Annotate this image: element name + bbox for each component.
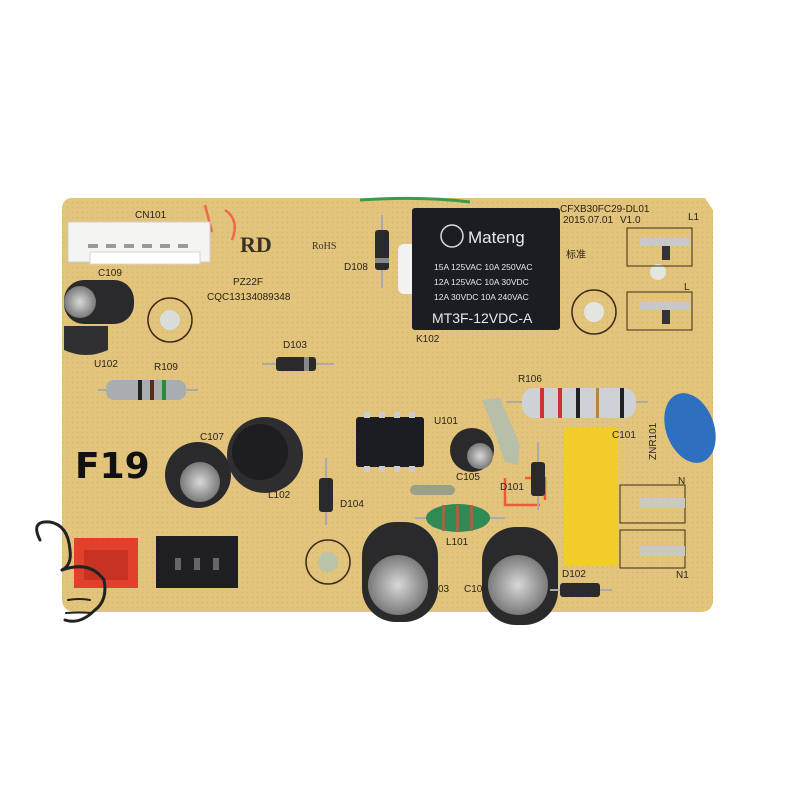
mounting-hole <box>571 289 617 335</box>
label-znr101: ZNR101 <box>648 422 659 460</box>
mounting-hole <box>305 539 351 585</box>
board-code: CFXB30FC29-DL01 <box>560 204 650 215</box>
label-d103: D103 <box>283 340 307 351</box>
label-d104: D104 <box>340 499 364 510</box>
slot <box>482 398 520 465</box>
terminal-l <box>626 291 693 331</box>
label-r109: R109 <box>154 362 178 373</box>
relay-brand: Mateng <box>468 228 525 247</box>
standard-label: 标准 <box>566 249 586 261</box>
connector-black <box>156 536 238 588</box>
terminal-l1 <box>626 227 693 267</box>
label-u102: U102 <box>94 359 118 370</box>
thumbs-up-watermark-icon <box>35 520 107 623</box>
slot <box>410 485 455 495</box>
mateng-logo-icon <box>440 224 464 248</box>
brand-mark-rd: RD <box>240 232 272 257</box>
label-d102: D102 <box>562 569 586 580</box>
board-date: 2015.07.01 <box>563 215 613 226</box>
label-l101: L101 <box>446 537 469 548</box>
diode-d103 <box>262 357 334 371</box>
relay-rating: 15A 125VAC 10A 250VAC <box>434 262 532 272</box>
inductor-l102 <box>227 417 303 493</box>
capacitor-c103 <box>362 522 438 622</box>
relay-part: MT3F-12VDC-A <box>432 310 533 326</box>
mounting-hole <box>650 264 666 280</box>
diode-d101 <box>531 442 545 510</box>
connector-red <box>74 538 138 588</box>
label-c105: C105 <box>456 472 480 483</box>
label-l102: L102 <box>268 490 291 501</box>
diode-d104 <box>319 458 333 525</box>
label-cn101: CN101 <box>135 210 167 221</box>
label-c109: C109 <box>98 268 122 279</box>
label-r106: R106 <box>518 374 542 385</box>
capacitor-c105 <box>450 428 494 472</box>
label-c104: C10 <box>464 584 483 595</box>
overlay-label: F19 <box>75 446 150 487</box>
inductor-l101 <box>415 504 505 532</box>
capacitor-c101 <box>564 428 618 566</box>
resistor-r109 <box>98 380 198 400</box>
label-u101: U101 <box>434 416 458 427</box>
label-k102: K102 <box>416 334 440 345</box>
terminal-n-label: N <box>678 476 685 487</box>
connector-cn101 <box>67 221 211 265</box>
capacitor-c109 <box>64 280 134 324</box>
diode-d102 <box>550 583 612 597</box>
label-c107: C107 <box>200 432 224 443</box>
terminal-n1 <box>619 529 686 569</box>
capacitor-c107 <box>165 442 231 508</box>
label-c103: 03 <box>438 584 450 595</box>
mounting-hole <box>147 297 193 343</box>
board-version: V1.0 <box>620 215 641 226</box>
label-d101: D101 <box>500 482 524 493</box>
resistor-r106 <box>506 388 648 418</box>
transistor-u102 <box>64 326 108 355</box>
diode-d108 <box>375 215 389 288</box>
label-c101: C101 <box>612 430 636 441</box>
plastic-clip <box>398 244 416 294</box>
terminal-l-label: L <box>684 282 690 293</box>
rohs-mark: RoHS <box>312 241 336 252</box>
terminal-l1-label: L1 <box>688 212 700 223</box>
terminal-n <box>619 484 686 524</box>
varistor-znr101 <box>664 393 716 463</box>
terminal-n1-label: N1 <box>676 570 689 581</box>
relay-rating: 12A 30VDC 10A 240VAC <box>434 292 529 302</box>
label-d108: D108 <box>344 262 368 273</box>
relay-k102: Mateng 15A 125VAC 10A 250VAC 12A 125VAC … <box>412 208 560 330</box>
relay-rating: 12A 125VAC 10A 30VDC <box>434 277 529 287</box>
cert-label: CQC13134089348 <box>207 292 291 303</box>
capacitor-c104 <box>482 527 558 625</box>
model-label: PZ22F <box>233 277 263 288</box>
ic-u101 <box>356 412 424 472</box>
